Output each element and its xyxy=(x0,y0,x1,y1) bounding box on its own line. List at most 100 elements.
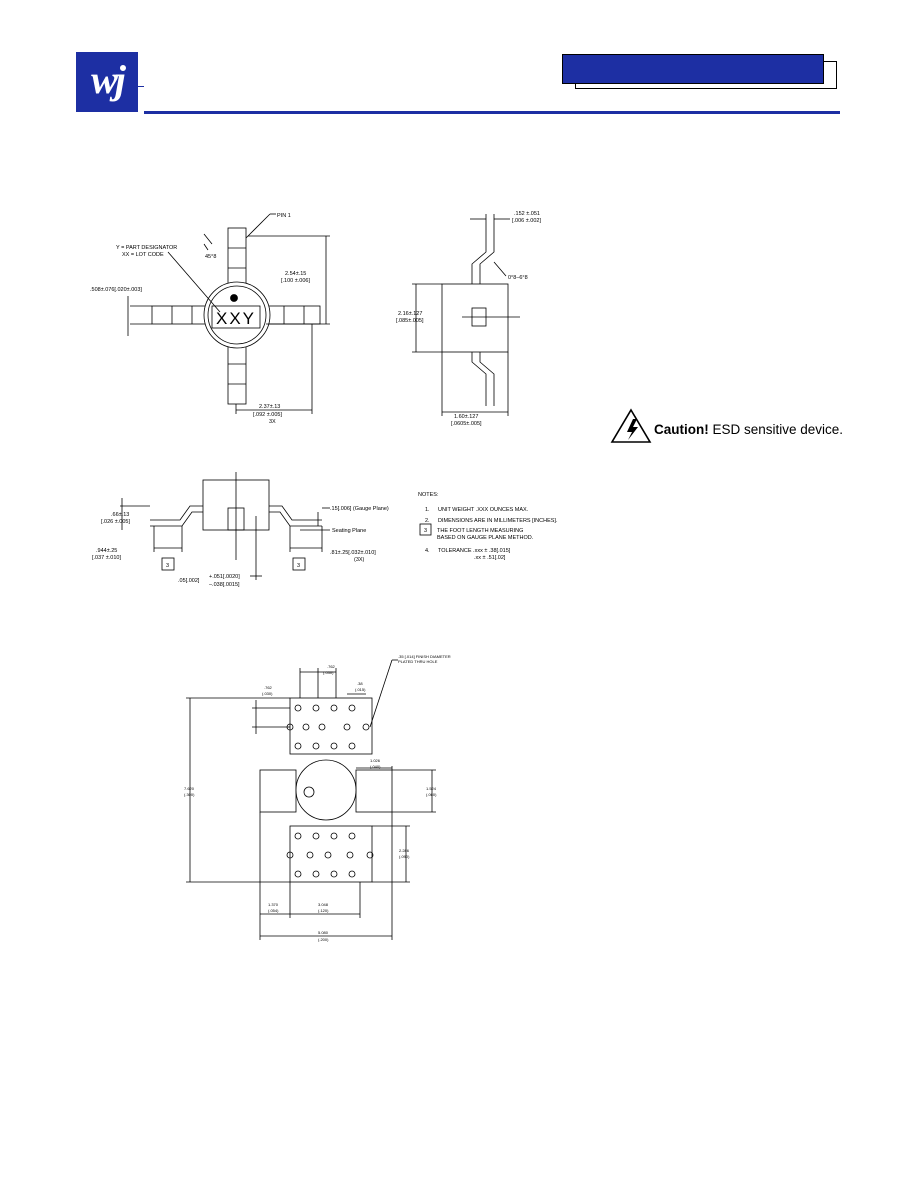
fp-pad-2: (.040) xyxy=(370,764,381,769)
front-view xyxy=(120,472,432,580)
fp-edge-2: (.030) xyxy=(262,691,273,696)
left-pad xyxy=(259,769,297,813)
pcb-footprint xyxy=(186,659,436,940)
top-dim-bottom-2: [.092 ±.005] xyxy=(253,412,282,418)
top-view xyxy=(127,213,330,414)
drawing-labels: PIN 1 Y = PART DESIGNATOR XX = LOT CODE … xyxy=(90,211,558,942)
package-body-inner xyxy=(207,285,267,345)
upper-vias xyxy=(286,704,370,750)
fp-height-2: (.300) xyxy=(184,792,195,797)
part-note-2: XX = LOT CODE xyxy=(122,252,164,258)
via-note-2: PLATED THRU HOLE xyxy=(398,659,438,664)
front-dim-c-2: (3X) xyxy=(354,557,365,563)
pin1-hole xyxy=(303,786,315,798)
fp-pitch-1: .762 xyxy=(327,664,336,669)
side-body xyxy=(441,283,509,353)
device-outline xyxy=(295,759,357,821)
front-dim-d-2: .05[.002] xyxy=(178,578,200,584)
side-angle: 0°8–6°8 xyxy=(508,275,528,281)
note-3b: BASED ON GAUGE PLANE METHOD. xyxy=(437,535,534,541)
note-callout-box xyxy=(419,523,432,536)
seating-plane-label: Seating Plane xyxy=(332,528,366,534)
side-dim-top-1: .152 ±.051 xyxy=(514,211,540,217)
fp-height-1: 7.620 xyxy=(184,786,195,791)
callout-box-right xyxy=(292,557,306,571)
fp-via-1: .38 xyxy=(357,681,363,686)
side-dim-left-1: 2.16±.127 xyxy=(398,311,422,317)
via-note-1: .35 [.014] FINISH DIAMETER xyxy=(398,654,451,659)
esd-warning-icon xyxy=(610,408,652,443)
top-dim-right-1: 2.54±.15 xyxy=(285,271,306,277)
lead-lower xyxy=(471,352,495,406)
lead-bottom xyxy=(227,341,247,405)
top-dim-bottom-1: 2.37±.13 xyxy=(259,404,280,410)
lead-top xyxy=(227,227,247,289)
note-4b: .xx ± .51[.02] xyxy=(474,555,506,561)
lead-left xyxy=(151,305,211,325)
title-box xyxy=(562,54,824,84)
note-4a: TOLERANCE .xxx ± .38[.015] xyxy=(438,548,511,554)
angle-label: 45°8 xyxy=(205,254,216,260)
fp-bl-2: (.054) xyxy=(268,908,279,913)
front-dim-b-1: .944±.25 xyxy=(96,548,117,554)
fp-bl-1: 1.370 xyxy=(268,902,279,907)
front-dim-d-3: –.038[.0015] xyxy=(209,582,240,588)
fp-lower-2: (.090) xyxy=(399,854,410,859)
callout-num-left: 3 xyxy=(166,563,169,569)
logo-tick xyxy=(138,86,144,87)
company-logo: wj xyxy=(76,52,138,112)
fp-padh-1: 1.524 xyxy=(426,786,437,791)
front-dim-a-1: .66±.13 xyxy=(111,512,129,518)
note-1-num: 1. xyxy=(425,507,430,513)
note-2: DIMENSIONS ARE IN MILLIMETERS [INCHES]. xyxy=(438,518,558,524)
fp-pitch-2: (.030) xyxy=(323,670,334,675)
front-dim-d-1: +.051[.0020] xyxy=(209,574,240,580)
side-dim-bottom-2: [.0605±.005] xyxy=(451,421,482,427)
front-dim-b-2: [.037 ±.010] xyxy=(92,555,121,561)
lead-upper xyxy=(471,222,495,284)
notes-title: NOTES: xyxy=(418,492,439,498)
fp-padh-2: (.060) xyxy=(426,792,437,797)
note-2-num: 2. xyxy=(425,518,430,524)
fp-pad-1: 1.026 xyxy=(370,758,381,763)
fp-lower-1: 2.286 xyxy=(399,848,410,853)
front-dim-a-2: [.026 ±.005] xyxy=(101,519,130,525)
side-dim-top-2: [.006 ±.002] xyxy=(512,218,541,224)
lead-right xyxy=(263,305,321,325)
side-view xyxy=(412,214,520,416)
gauge-plane-label: .15[.006] (Gauge Plane) xyxy=(330,506,389,512)
caution-notice: Caution! ESD sensitive device. xyxy=(654,422,843,437)
fp-bm-1: 3.048 xyxy=(318,902,329,907)
lower-pad xyxy=(289,825,373,883)
top-dim-left: .508±.076[.020±.003] xyxy=(90,287,142,293)
front-dim-c-1: .81±.25[.032±.010] xyxy=(330,550,376,556)
logo-text: wj xyxy=(91,57,126,102)
header-rule xyxy=(144,111,840,114)
top-dim-right-2: [.100 ±.006] xyxy=(281,278,310,284)
fp-edge-1: .762 xyxy=(264,685,273,690)
side-dim-bottom-1: 1.60±.127 xyxy=(454,414,478,420)
note-3a: THE FOOT LENGTH MEASURING xyxy=(437,528,523,534)
part-note-1: Y = PART DESIGNATOR xyxy=(116,245,177,251)
note-3-num: 3 xyxy=(424,528,427,534)
fp-w-2: (.200) xyxy=(318,937,329,942)
upper-pad xyxy=(289,697,373,755)
side-dim-left-2: [.085±.005] xyxy=(396,318,424,324)
pin1-label: PIN 1 xyxy=(277,213,291,219)
lower-vias xyxy=(286,832,374,878)
top-dim-bottom-3: 3X xyxy=(269,419,276,425)
callout-box-left xyxy=(161,557,175,571)
right-pad xyxy=(355,769,393,813)
fp-w-1: 5.080 xyxy=(318,930,329,935)
note-1: UNIT WEIGHT .XXX OUNCES MAX. xyxy=(438,507,529,513)
caution-text: ESD sensitive device. xyxy=(708,422,844,437)
pin1-dot xyxy=(230,294,238,302)
front-lead-right xyxy=(269,505,322,527)
front-lead-left xyxy=(150,505,203,527)
fp-bm-2: (.120) xyxy=(318,908,329,913)
marking-box xyxy=(211,305,261,329)
note-4-num: 4. xyxy=(425,548,430,554)
caution-label: Caution! xyxy=(654,422,709,437)
callout-num-right: 3 xyxy=(297,563,300,569)
